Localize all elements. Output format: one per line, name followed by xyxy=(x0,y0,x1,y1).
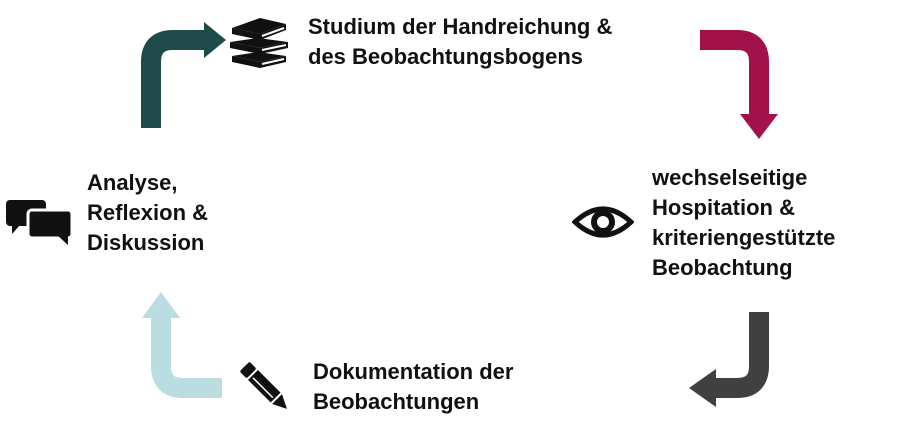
step-analysis-line-3: Diskussion xyxy=(87,230,205,255)
eye-icon xyxy=(571,200,635,244)
step-hospitation-line-4: Beobachtung xyxy=(652,255,793,280)
step-documentation-line-2: Beobachtungen xyxy=(313,389,480,414)
step-hospitation-line-2: Hospitation & xyxy=(652,195,795,220)
arrow-to-documentation xyxy=(689,312,769,407)
step-analysis-label: Analyse, Reflexion & Diskussion xyxy=(87,168,208,258)
arrow-to-study xyxy=(141,22,226,128)
step-documentation-line-1: Dokumentation der xyxy=(313,359,514,384)
arrow-to-analysis xyxy=(142,292,222,398)
step-study-label: Studium der Handreichung & des Beobachtu… xyxy=(308,12,612,72)
books-icon xyxy=(226,12,296,72)
step-analysis-line-2: Reflexion & xyxy=(87,200,209,225)
speech-bubbles-icon xyxy=(4,198,76,248)
step-hospitation-label: wechselseitige Hospitation & kriterienge… xyxy=(652,163,835,283)
step-documentation-label: Dokumentation der Beobachtungen xyxy=(313,357,513,417)
arrow-to-hospitation xyxy=(700,30,778,139)
pencil-icon xyxy=(232,354,298,420)
step-study-line-2: des Beobachtungsbogens xyxy=(308,44,584,69)
step-study-line-1: Studium der Handreichung & xyxy=(308,14,613,39)
step-hospitation-line-3: kriteriengestützte xyxy=(652,225,836,250)
step-hospitation-line-1: wechselseitige xyxy=(652,165,808,190)
step-analysis-line-1: Analyse, xyxy=(87,170,178,195)
